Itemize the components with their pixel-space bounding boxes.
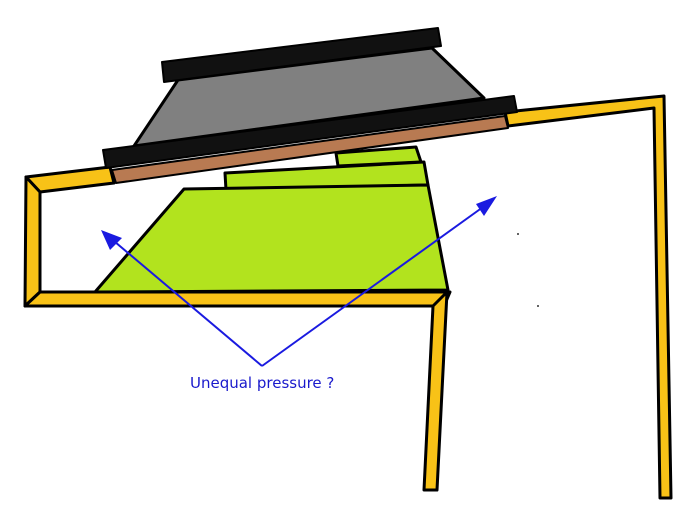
green-pads bbox=[93, 145, 450, 294]
arrow-left-head-icon bbox=[101, 230, 122, 250]
top-plate bbox=[161, 27, 442, 83]
left-frame bbox=[23, 165, 452, 492]
right-frame-bar bbox=[503, 94, 673, 500]
arrow-left-line bbox=[107, 235, 263, 367]
left-frame-leg bbox=[422, 290, 449, 492]
arrows bbox=[107, 201, 491, 367]
arrow-right-head-icon bbox=[476, 196, 497, 216]
brown-strip bbox=[111, 115, 509, 184]
green-pad-large bbox=[93, 183, 450, 294]
right-frame bbox=[503, 94, 673, 500]
stray-dot bbox=[537, 305, 539, 307]
left-frame-top bbox=[24, 165, 116, 194]
left-frame-bottom bbox=[23, 290, 452, 308]
lower-plate bbox=[102, 95, 518, 169]
stray-dot bbox=[517, 233, 519, 235]
left-frame-side bbox=[23, 175, 42, 308]
arrow-right-line bbox=[261, 201, 491, 367]
annotation-label: Unequal pressure ? bbox=[190, 374, 335, 392]
